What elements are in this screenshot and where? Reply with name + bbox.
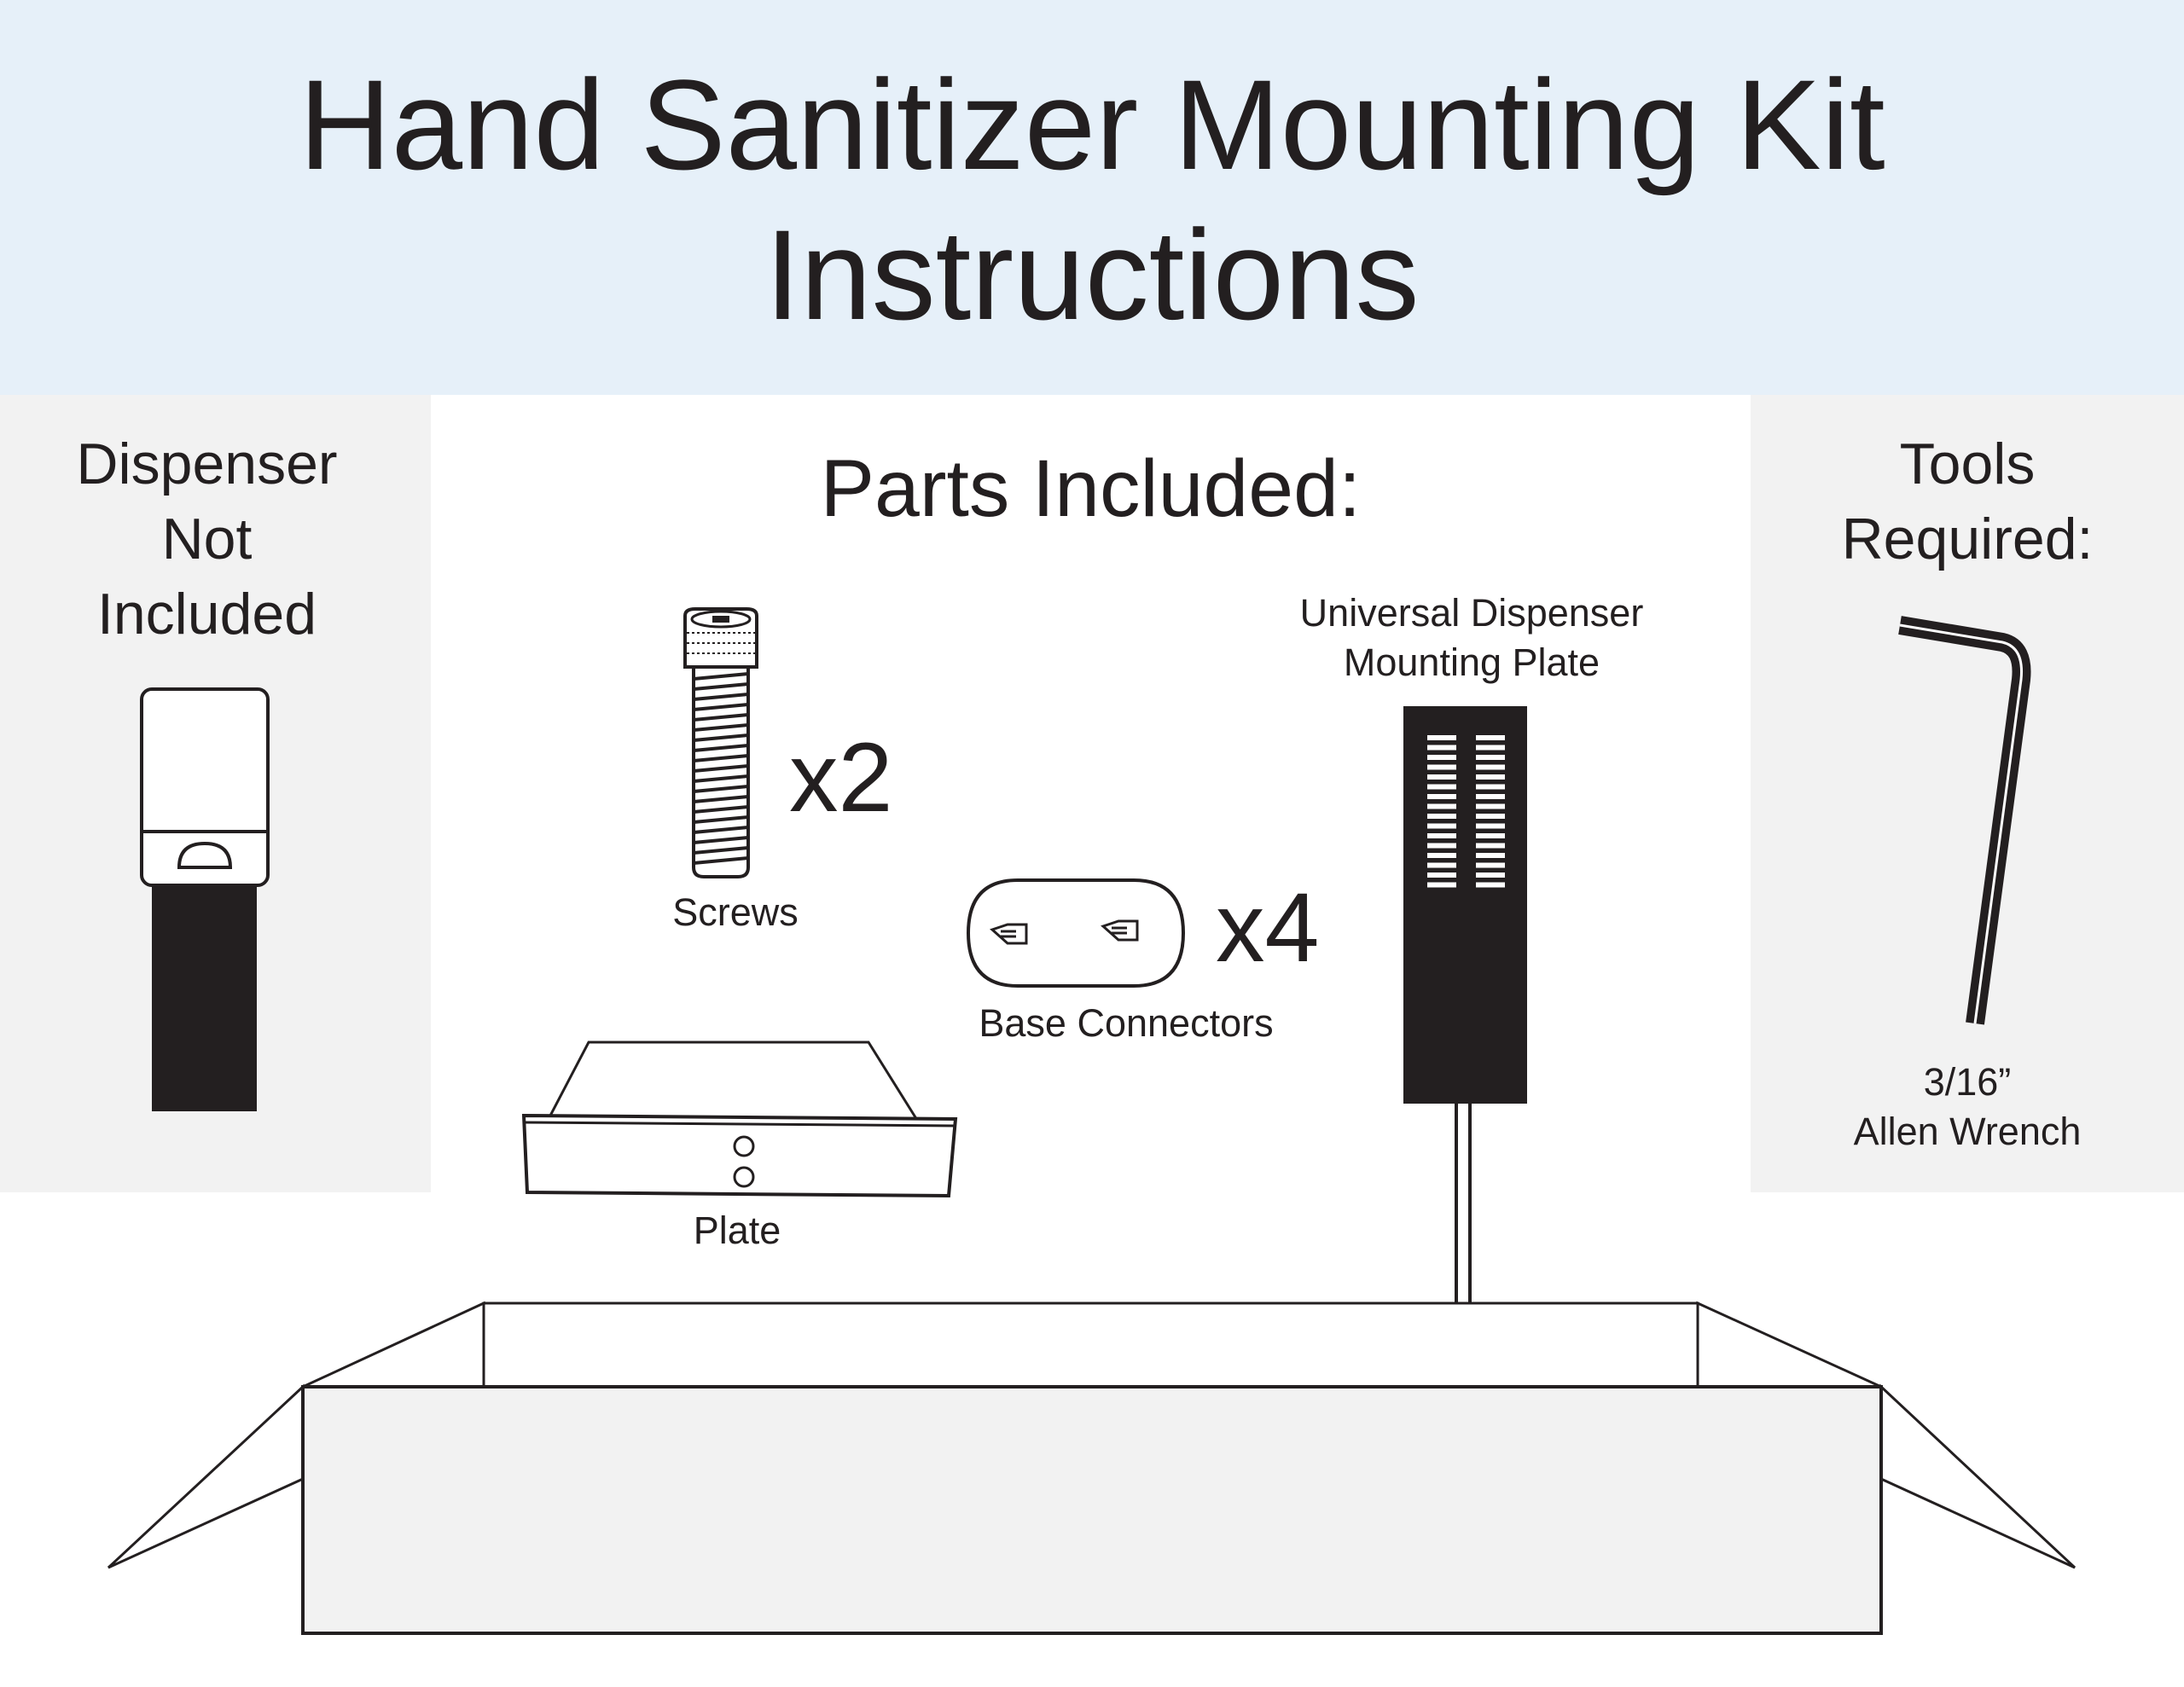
title-banner: Hand Sanitizer Mounting Kit Instructions <box>0 0 2184 395</box>
open-box-icon <box>107 1301 2077 1635</box>
mounting-slot <box>1427 794 1456 799</box>
mounting-slot <box>1476 814 1505 819</box>
mounting-plate-label-line-1: Universal Dispenser <box>1299 591 1644 635</box>
mounting-slot <box>1427 882 1456 888</box>
mounting-slot <box>1476 853 1505 858</box>
mounting-slot <box>1476 803 1505 809</box>
mounting-slot <box>1476 833 1505 838</box>
mounting-slot <box>1476 735 1505 740</box>
mounting-slot <box>1476 823 1505 829</box>
dispenser-label-line-2: Not <box>161 507 253 571</box>
mounting-slot <box>1476 872 1505 878</box>
allen-wrench-icon <box>1898 616 2031 1025</box>
base-connector-icon <box>966 878 1186 988</box>
plate-icon <box>521 1041 958 1198</box>
plate-label: Plate <box>693 1209 781 1252</box>
sanitizer-dispenser-icon <box>140 687 270 1111</box>
mounting-slot <box>1476 784 1505 790</box>
dispenser-not-included-label: Dispenser Not Included <box>0 426 414 652</box>
mounting-plate-label: Universal Dispenser Mounting Plate <box>1258 588 1685 687</box>
parts-included-heading: Parts Included: <box>820 443 1362 534</box>
mounting-slot <box>1427 814 1456 819</box>
mounting-slot <box>1427 853 1456 858</box>
mounting-slot <box>1427 764 1456 770</box>
screws-quantity: x2 <box>789 723 893 832</box>
mounting-slot <box>1427 843 1456 849</box>
base-connectors-quantity: x4 <box>1216 873 1320 983</box>
tools-panel <box>1751 395 2184 1192</box>
mounting-slot <box>1427 774 1456 780</box>
mounting-slot <box>1427 833 1456 838</box>
mounting-slot <box>1427 735 1456 740</box>
mounting-plate-label-line-2: Mounting Plate <box>1343 641 1600 684</box>
mounting-slot <box>1476 794 1505 799</box>
wrench-name-text: Allen Wrench <box>1853 1110 2082 1153</box>
mounting-slot <box>1427 823 1456 829</box>
dispenser-label-line-3: Included <box>96 582 317 646</box>
mounting-slot <box>1476 843 1505 849</box>
dispenser-label-line-1: Dispenser <box>76 432 338 496</box>
mounting-slot <box>1427 872 1456 878</box>
mounting-slot <box>1476 764 1505 770</box>
allen-wrench-label: 3/16” Allen Wrench <box>1751 1058 2184 1157</box>
page-title: Hand Sanitizer Mounting Kit Instructions <box>0 49 2184 350</box>
title-line-2: Instructions <box>764 203 1420 346</box>
base-connectors-label: Base Connectors <box>979 1001 1274 1045</box>
mounting-slot <box>1476 774 1505 780</box>
mounting-slot <box>1427 745 1456 751</box>
tools-required-heading: Tools Required: <box>1751 426 2184 577</box>
mounting-slot <box>1476 882 1505 888</box>
mounting-slot <box>1427 803 1456 809</box>
mounting-slot <box>1427 862 1456 868</box>
mounting-slot <box>1427 755 1456 760</box>
screws-label: Screws <box>672 890 799 934</box>
screw-icon <box>683 607 758 878</box>
tools-heading-line-2: Required: <box>1841 507 2094 571</box>
tools-heading-line-1: Tools <box>1899 432 2036 496</box>
mounting-slot <box>1427 784 1456 790</box>
mounting-slot <box>1476 755 1505 760</box>
wrench-size-text: 3/16” <box>1923 1060 2012 1104</box>
mounting-slot <box>1476 862 1505 868</box>
mounting-slot <box>1476 745 1505 751</box>
title-line-1: Hand Sanitizer Mounting Kit <box>299 53 1885 196</box>
